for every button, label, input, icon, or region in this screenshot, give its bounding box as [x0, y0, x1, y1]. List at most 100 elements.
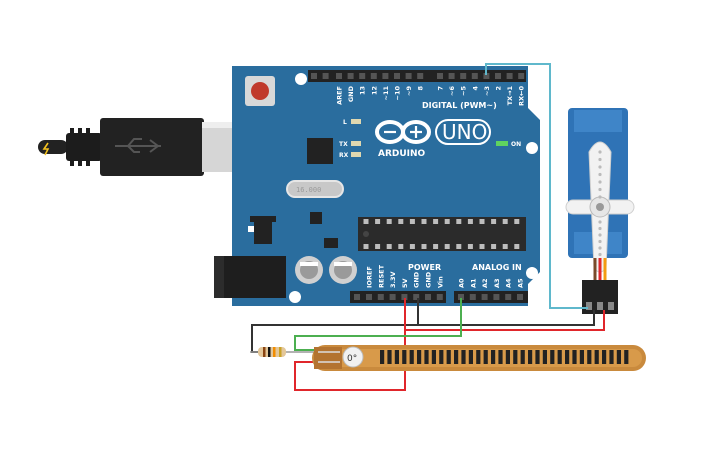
- digital-pin-hole[interactable]: [394, 73, 400, 79]
- analog-pin-label: A5: [517, 278, 525, 288]
- flex-segment: [446, 350, 451, 364]
- digital-pin-hole[interactable]: [347, 73, 354, 79]
- wire-analog-a0[interactable]: [294, 298, 462, 351]
- analog-pin-hole[interactable]: [458, 294, 464, 300]
- digital-pin-label: ~3: [483, 86, 491, 96]
- mounting-hole: [289, 291, 301, 303]
- mounting-hole: [526, 142, 538, 154]
- digital-pin-label: ~10: [394, 86, 402, 101]
- chip-pin: [456, 219, 462, 224]
- flex-segment: [542, 350, 547, 364]
- digital-pin-label: TX→1: [506, 86, 514, 106]
- power-pin-hole[interactable]: [377, 294, 384, 300]
- analog-pin-hole[interactable]: [505, 294, 512, 300]
- power-pin-label: RESET: [377, 264, 385, 288]
- digital-pin-hole[interactable]: [370, 73, 377, 79]
- power-pin-label: Vin: [436, 276, 444, 288]
- resistor[interactable]: [250, 347, 320, 357]
- power-header: [350, 291, 446, 303]
- flex-segment: [387, 350, 392, 364]
- chip-pin: [398, 244, 404, 249]
- chip-pin: [491, 219, 497, 224]
- chip-pin: [386, 219, 392, 224]
- digital-pin-hole[interactable]: [506, 73, 513, 79]
- power-pin-hole[interactable]: [354, 294, 360, 300]
- analog-pin-hole[interactable]: [517, 294, 523, 300]
- chip-pin: [421, 244, 427, 249]
- chip-pin: [514, 244, 520, 249]
- usb-icon: [115, 138, 161, 153]
- digital-pin-label: 8: [417, 86, 425, 91]
- digital-pin-hole[interactable]: [382, 73, 389, 79]
- wire-signal[interactable]: [485, 63, 588, 309]
- digital-pin-hole[interactable]: [448, 73, 455, 79]
- flex-segment: [424, 350, 429, 364]
- analog-pin-hole[interactable]: [469, 294, 476, 300]
- analog-pin-label: A4: [505, 278, 513, 288]
- chip-pin: [467, 244, 473, 249]
- wire-5v-servo[interactable]: [404, 298, 605, 331]
- chip-pin: [491, 244, 497, 249]
- flex-segment: [602, 350, 607, 364]
- digital-pin-hole[interactable]: [471, 73, 478, 79]
- arduino-brand-text: ARDUINO: [378, 149, 426, 159]
- flex-segment: [587, 350, 592, 364]
- flex-angle-value: 0°: [347, 354, 357, 364]
- chip-pin: [433, 219, 439, 224]
- flex-segment: [565, 350, 570, 364]
- digital-pin-hole[interactable]: [405, 73, 412, 79]
- digital-pin-hole[interactable]: [495, 73, 501, 79]
- power-pin-label: IOREF: [366, 266, 374, 288]
- crystal-label: 16.000: [296, 186, 321, 194]
- power-pin-hole[interactable]: [425, 294, 431, 300]
- digital-pin-hole[interactable]: [483, 73, 490, 79]
- analog-pin-hole[interactable]: [493, 294, 500, 300]
- digital-pin-hole[interactable]: [322, 73, 329, 79]
- wire-ground-resistor[interactable]: [251, 298, 419, 353]
- analog-pin-hole[interactable]: [481, 294, 488, 300]
- digital-pin-label: ~6: [448, 86, 456, 96]
- flex-segment: [461, 350, 466, 364]
- flex-segment: [572, 350, 577, 364]
- digital-pin-hole[interactable]: [336, 73, 342, 79]
- flex-segment: [409, 350, 414, 364]
- usb-cable-strain-relief: [66, 133, 102, 161]
- led-l-label: L: [343, 119, 347, 126]
- power-pin-hole[interactable]: [413, 294, 420, 300]
- digital-pin-hole[interactable]: [460, 73, 467, 79]
- flex-segment: [483, 350, 488, 364]
- digital-pin-hole[interactable]: [437, 73, 443, 79]
- chip-pin: [398, 219, 404, 224]
- chip-pin: [502, 219, 508, 224]
- chip-pin: [386, 244, 392, 249]
- power-pin-hole[interactable]: [366, 294, 372, 300]
- analog-pin-label: A3: [493, 278, 501, 288]
- chip-pin: [444, 244, 450, 249]
- flex-sensor[interactable]: 0°: [312, 345, 646, 371]
- flex-segment: [616, 350, 621, 364]
- power-pin-hole[interactable]: [436, 294, 443, 300]
- mounting-hole: [295, 73, 307, 85]
- chip-pin: [479, 244, 485, 249]
- digital-pin-label: 7: [437, 86, 445, 91]
- flex-angle-indicator[interactable]: 0°: [342, 346, 364, 368]
- chip-pin: [479, 219, 485, 224]
- led-on-label: ON: [511, 141, 521, 148]
- wire-ground-servo[interactable]: [418, 310, 595, 326]
- chip-pin: [375, 219, 381, 224]
- digital-pin-hole[interactable]: [359, 73, 366, 79]
- servo-motor[interactable]: [565, 108, 635, 314]
- power-pin-label: 5V: [401, 278, 409, 288]
- uno-model-text: UNO: [442, 120, 487, 144]
- chip-pin: [467, 219, 473, 224]
- led-l: [351, 119, 361, 124]
- flex-segment: [468, 350, 473, 364]
- power-pin-hole[interactable]: [389, 294, 396, 300]
- digital-pin-hole[interactable]: [518, 73, 525, 79]
- digital-pin-hole[interactable]: [311, 73, 317, 79]
- power-pin-hole[interactable]: [401, 294, 408, 300]
- digital-pin-hole[interactable]: [417, 73, 424, 79]
- chip-pin: [363, 219, 369, 224]
- reset-button[interactable]: [245, 76, 275, 106]
